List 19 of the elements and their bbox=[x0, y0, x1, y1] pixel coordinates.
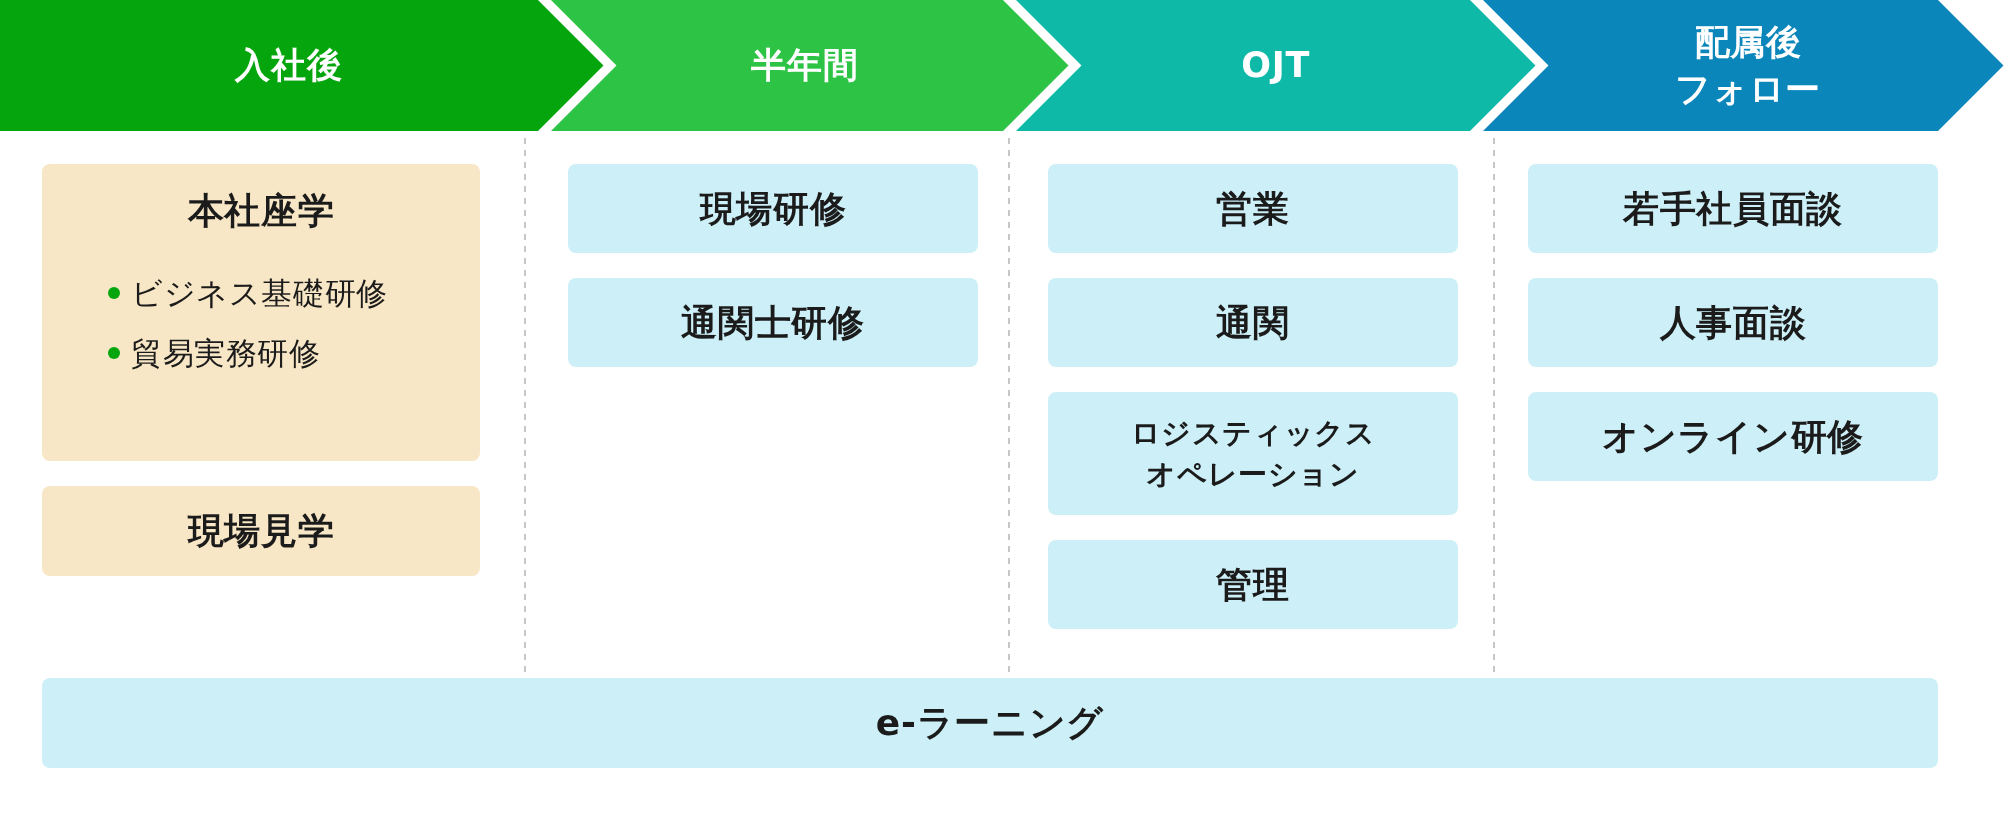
box-heading: 本社座学 bbox=[187, 189, 335, 233]
phase-header: OJT bbox=[1016, 0, 1536, 131]
list-item: 貿易実務研修 bbox=[131, 334, 321, 373]
course-box bbox=[42, 164, 480, 461]
course-box: 現場研修 bbox=[568, 164, 978, 253]
course-box: 営業 bbox=[1048, 164, 1458, 253]
course-box: 管理 bbox=[1048, 540, 1458, 629]
phase-header: 入社後 bbox=[0, 0, 604, 131]
course-box: 若手社員面談 bbox=[1528, 164, 1938, 253]
course-box: 通関士研修 bbox=[568, 278, 978, 367]
course-bar: e-ラーニング bbox=[42, 678, 1938, 768]
course-box: ロジスティックスオペレーション bbox=[1048, 392, 1458, 515]
course-box: 通関 bbox=[1048, 278, 1458, 367]
course-box: 現場見学 bbox=[42, 486, 480, 576]
course-box: 人事面談 bbox=[1528, 278, 1938, 367]
course-box: オンライン研修 bbox=[1528, 392, 1938, 481]
phase-header: 配属後フォロー bbox=[1483, 0, 2004, 131]
list-item: ビジネス基礎研修 bbox=[131, 274, 388, 313]
phase-header: 半年間 bbox=[551, 0, 1069, 131]
